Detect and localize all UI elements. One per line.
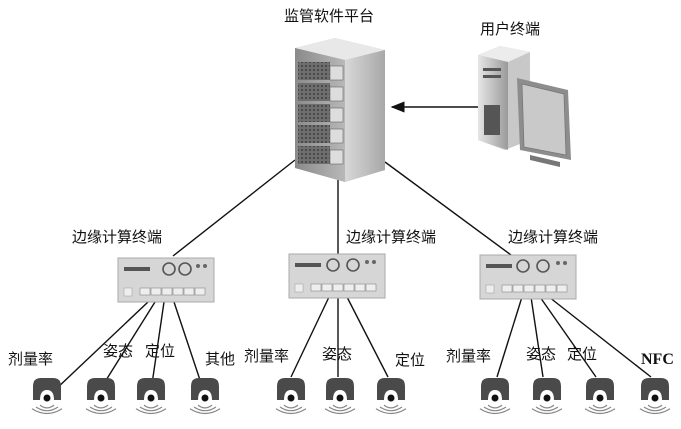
wireless-sensor-icon <box>324 378 356 415</box>
link-platform-edge-3 <box>384 161 512 256</box>
edge-device-icon <box>117 257 215 303</box>
wireless-sensor-icon <box>375 378 407 415</box>
link-edge2-sensor1 <box>290 296 330 378</box>
connections <box>54 101 652 391</box>
sensor-label: 其他 <box>205 350 236 368</box>
wireless-sensor-icon <box>275 378 307 415</box>
sensor-label: 姿态 <box>322 345 353 363</box>
wireless-sensor-icon <box>639 378 671 415</box>
link-platform-edge-1 <box>172 159 296 257</box>
server-rack-icon <box>295 38 385 182</box>
link-edge3-sensor1 <box>496 296 523 378</box>
sensor-label: 姿态 <box>103 342 134 360</box>
wireless-sensor-icon <box>189 378 221 415</box>
link-edge3-sensor4 <box>548 296 652 378</box>
edge-node-3-label: 边缘计算终端 <box>508 228 599 246</box>
desktop-computer-icon <box>478 46 571 167</box>
sensor-label: 定位 <box>567 345 598 363</box>
link-edge1-sensor4 <box>173 301 203 387</box>
sensor-label: 剂量率 <box>446 347 492 365</box>
platform-label: 监管软件平台 <box>284 7 375 25</box>
sensors <box>31 378 671 415</box>
link-edge1-sensor3 <box>151 301 165 385</box>
sensor-label: 剂量率 <box>244 347 290 365</box>
sensor-label: 定位 <box>395 351 426 369</box>
sensor-label: 定位 <box>145 342 176 360</box>
link-edge1-sensor1 <box>54 301 149 391</box>
wireless-sensor-icon <box>85 378 117 415</box>
wireless-sensor-icon <box>531 378 563 415</box>
edge-node-1-label: 边缘计算终端 <box>72 228 163 246</box>
server-drives <box>298 62 344 165</box>
wireless-sensor-icon <box>584 378 616 415</box>
wireless-sensor-icon <box>479 378 511 415</box>
link-edge1-sensor2 <box>102 301 156 386</box>
edge-device-icon <box>288 253 386 299</box>
user-terminal-label: 用户终端 <box>480 20 541 38</box>
edge-device-icon <box>479 254 577 300</box>
edge-node-2-label: 边缘计算终端 <box>346 228 437 246</box>
link-edge2-sensor3 <box>346 296 389 378</box>
link-edge3-sensor2 <box>530 296 544 378</box>
wireless-sensor-icon <box>135 378 167 415</box>
sensor-label: NFC <box>641 351 674 368</box>
sensor-label: 剂量率 <box>8 350 54 368</box>
wireless-sensor-icon <box>31 378 63 415</box>
sensor-label: 姿态 <box>526 345 557 363</box>
link-edge3-sensor3 <box>539 296 597 378</box>
